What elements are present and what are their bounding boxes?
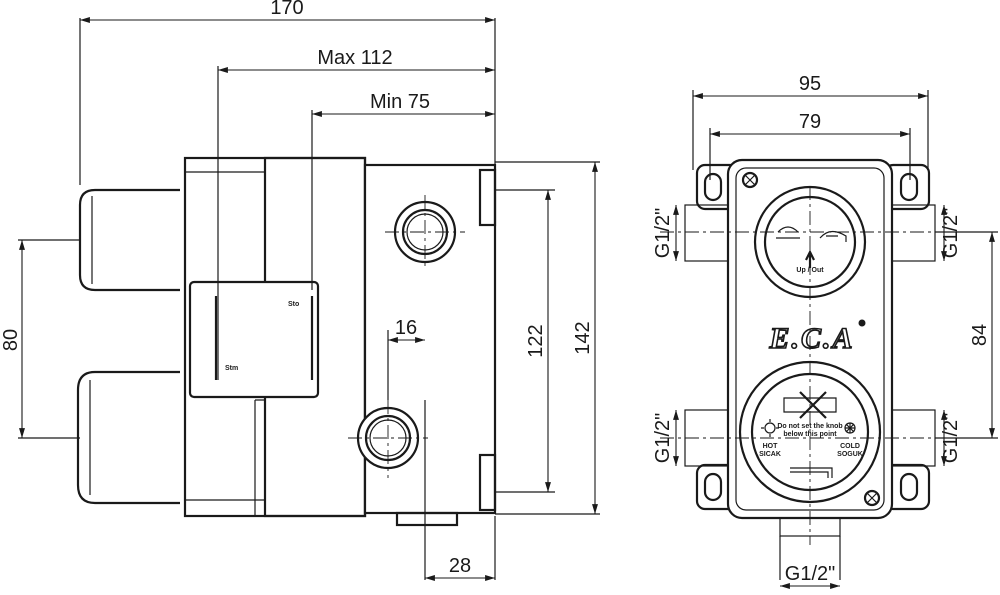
brand-logo: E.C.A [768, 322, 854, 355]
screw-icon [741, 171, 759, 189]
dim-mount-spacing: 79 [799, 111, 821, 133]
dim-body-height-inner: 122 [525, 324, 547, 357]
plate-text-bottom: Stm [225, 365, 238, 372]
dim-front-port-spacing: 84 [969, 324, 991, 346]
thread-bottom-right: G1/2" [940, 413, 962, 463]
svg-text:HOT: HOT [763, 443, 779, 450]
screw-icon [863, 489, 881, 507]
no-symbol-icon [799, 391, 827, 419]
side-view: Sto Stm 170 Max 112 Min 75 80 [0, 0, 600, 581]
thread-bottom-left: G1/2" [652, 413, 674, 463]
bottom-outlet [395, 511, 459, 527]
dim-port-spacing: 80 [0, 329, 22, 351]
dim-body-height-outer: 142 [572, 321, 594, 354]
front-view: Up / Out E.C.A Do not set the knob below… [652, 73, 998, 589]
spout-icon [819, 230, 847, 242]
plate-text-top: Sto [288, 301, 299, 308]
cover-plate [188, 280, 320, 399]
dim-bottom-offset: 28 [449, 555, 471, 577]
knob-bottom [76, 370, 180, 505]
dim-outlet-diameter: 16 [395, 317, 417, 339]
svg-text:COLD: COLD [840, 443, 860, 450]
shower-icon [776, 226, 800, 239]
svg-text:SOGUK: SOGUK [837, 451, 863, 458]
thread-top-left: G1/2" [652, 208, 674, 258]
sun-icon [764, 422, 776, 434]
dial-warning-line: Do not set the knob [777, 423, 842, 430]
thread-bottom: G1/2" [785, 563, 835, 585]
knob-top [78, 188, 180, 292]
dim-min-depth: Min 75 [370, 91, 430, 113]
dim-overall-width: 170 [270, 0, 303, 19]
dim-max-depth: Max 112 [317, 47, 392, 69]
tap-icon [790, 467, 833, 478]
registered-dot [858, 319, 866, 327]
svg-text:SICAK: SICAK [759, 451, 781, 458]
dim-front-width: 95 [799, 73, 821, 95]
thread-top-right: G1/2" [940, 208, 962, 258]
svg-text:below this point: below this point [783, 431, 837, 438]
